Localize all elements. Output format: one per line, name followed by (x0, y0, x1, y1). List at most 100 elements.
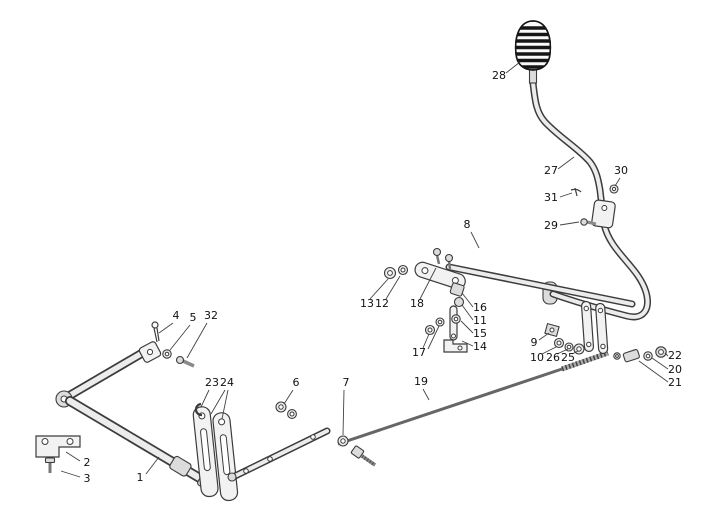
retainer-clip-23 (194, 402, 203, 417)
part-number-24: 24 (220, 376, 234, 389)
part-number-23: 23 (205, 376, 219, 389)
leader-line-14 (461, 340, 474, 347)
leader-line-4 (158, 322, 174, 334)
lever-link-parts-11-14-15-16-17 (424, 282, 468, 353)
leader-line-23 (200, 389, 210, 408)
screw-3 (44, 457, 56, 473)
bolt-washer-7 (337, 435, 376, 467)
shaft-sleeve (169, 455, 192, 477)
leader-line-28 (505, 61, 521, 74)
leader-line-12 (385, 275, 401, 300)
leader-line-2 (65, 451, 81, 462)
part-number-22: 22 (668, 349, 682, 362)
leader-line-24 (221, 389, 229, 420)
leader-line-8 (470, 231, 480, 249)
leader-line-13 (369, 278, 389, 300)
part-number-5: 5 (190, 311, 197, 324)
elbow-11 (453, 296, 465, 308)
knob-shaft (528, 68, 538, 84)
left-lever-arm (55, 341, 162, 408)
leader-line-32 (186, 322, 208, 359)
leader-line-1 (145, 456, 160, 475)
leader-line-21 (638, 360, 669, 383)
part-number-17: 17 (412, 346, 426, 359)
part-number-8: 8 (464, 218, 471, 231)
leader-line-26 (556, 348, 569, 355)
leader-line-29 (559, 221, 580, 226)
leader-line-27 (557, 156, 575, 170)
part-number-13: 13 (360, 297, 374, 310)
mount-bracket-2 (35, 435, 81, 458)
right-bracket-assembly (544, 300, 609, 355)
link-arm-bolt (227, 472, 237, 482)
part-number-26: 26 (546, 351, 560, 364)
part-number-11: 11 (473, 314, 487, 327)
part-number-7: 7 (343, 376, 350, 389)
part-number-31: 31 (544, 191, 558, 204)
gear-knob-28 (514, 20, 552, 84)
leader-line-18 (419, 267, 437, 300)
part-number-15: 15 (473, 327, 487, 340)
part-number-12: 12 (375, 297, 389, 310)
leader-line-19 (422, 388, 430, 401)
bolt-32-shaft (182, 359, 195, 368)
leader-line-20 (651, 357, 669, 370)
leader-line-9 (538, 332, 550, 341)
pin-washer-bolt-4-5-32 (151, 321, 195, 368)
rod-lever (414, 247, 466, 290)
leader-line-17 (427, 325, 440, 350)
part-number-16: 16 (473, 301, 487, 314)
bolt-32-head (175, 355, 185, 365)
part-number-27: 27 (544, 164, 558, 177)
spring-pin-31 (570, 187, 582, 197)
bolt-29 (580, 218, 597, 226)
part-number-25: 25 (561, 351, 575, 364)
part-number-10: 10 (530, 351, 544, 364)
part-number-6: 6 (293, 376, 300, 389)
lever-arm-top-plate (138, 341, 162, 363)
leader-line-6 (283, 389, 294, 405)
leader-line-11 (461, 304, 474, 321)
part-number-9: 9 (531, 336, 538, 349)
part-number-20: 20 (668, 363, 682, 376)
part-number-19: 19 (414, 375, 428, 388)
rod-clamp (591, 199, 616, 229)
leader-line-10 (541, 346, 557, 355)
leader-line-3 (60, 470, 81, 478)
part-number-2: 2 (84, 456, 91, 469)
spacer-21 (622, 349, 640, 363)
part-number-3: 3 (84, 472, 91, 485)
lever-bolt-18b (444, 253, 454, 263)
lever-bolt-18a (432, 247, 442, 257)
part-number-4: 4 (173, 309, 180, 322)
leader-line-5 (169, 324, 191, 351)
leader-line-16 (461, 292, 474, 308)
link-arm (227, 427, 331, 482)
part-number-18: 18 (410, 297, 424, 310)
cotter-pin-4 (151, 321, 159, 329)
leader-line-7 (342, 389, 345, 436)
rod-end-hardware-20-21-22 (613, 346, 667, 363)
washers-12-13 (383, 264, 409, 280)
part-number-21: 21 (668, 376, 682, 389)
washers-6 (275, 401, 297, 419)
leader-line-15 (460, 320, 474, 334)
leader-line-25 (571, 350, 579, 355)
connecting-rod-19 (337, 350, 609, 446)
control-rod-upper (529, 79, 608, 228)
rod-19-threads (561, 350, 609, 372)
leader-line-24 (210, 389, 226, 415)
lift-rod-8 (445, 220, 651, 321)
nut-30 (609, 184, 619, 194)
leader-line-22 (664, 352, 669, 357)
part-number-14: 14 (473, 340, 487, 353)
leader-line-17 (422, 333, 430, 349)
bolt-7-head (350, 445, 365, 459)
sleeve-16 (449, 282, 465, 297)
part-number-30: 30 (614, 164, 628, 177)
part-number-29: 29 (544, 219, 558, 232)
part-number-28: 28 (492, 69, 506, 82)
